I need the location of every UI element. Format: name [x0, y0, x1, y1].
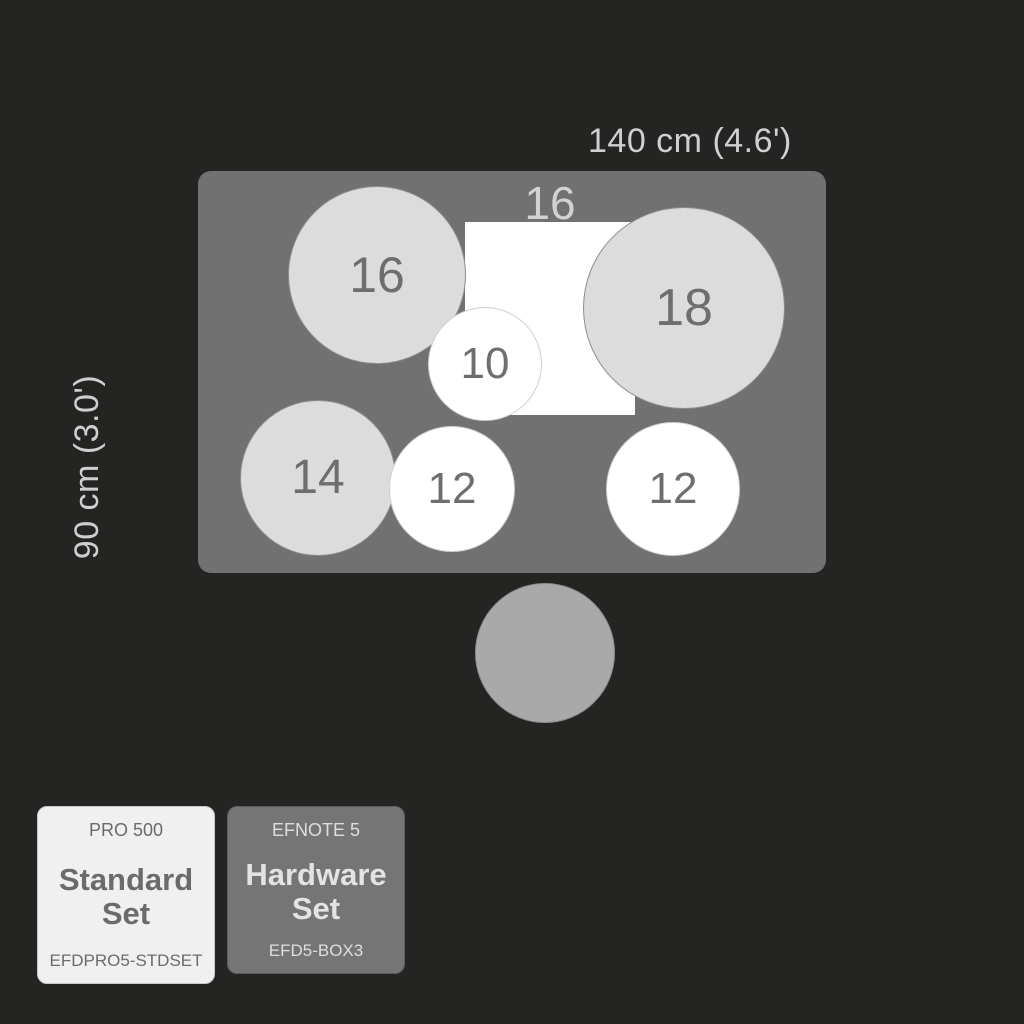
crash-cymbal-16-size-label: 16 — [349, 247, 405, 303]
product-sku-label: EFD5-BOX3 — [268, 941, 364, 961]
tom-10-size-label: 10 — [460, 339, 510, 388]
hihat-14-size-label: 14 — [291, 451, 345, 504]
floor-tom-12[interactable]: 12 — [606, 422, 740, 556]
ride-cymbal-18-size-label: 18 — [655, 279, 713, 337]
stage-width-label: 140 cm (4.6') — [588, 122, 792, 160]
product-brand-label: PRO 500 — [88, 820, 164, 840]
hihat-14[interactable]: 14 — [240, 400, 396, 556]
product-title-label: Standard Set — [58, 862, 194, 931]
product-title-label: Hardware Set — [245, 857, 387, 926]
tom-10[interactable]: 10 — [428, 307, 542, 421]
snare-12-size-label: 12 — [427, 464, 477, 513]
stage-depth-label: 90 cm (3.0') — [68, 374, 106, 560]
product-sku-label: EFDPRO5-STDSET — [49, 951, 203, 971]
kick-drum-size-label: 16 — [524, 177, 576, 229]
product-brand-label: EFNOTE 5 — [271, 820, 360, 840]
ride-cymbal-18[interactable]: 18 — [583, 207, 785, 409]
drum-throne[interactable] — [475, 583, 615, 723]
floor-tom-12-size-label: 12 — [648, 464, 698, 513]
snare-12[interactable]: 12 — [389, 426, 515, 552]
